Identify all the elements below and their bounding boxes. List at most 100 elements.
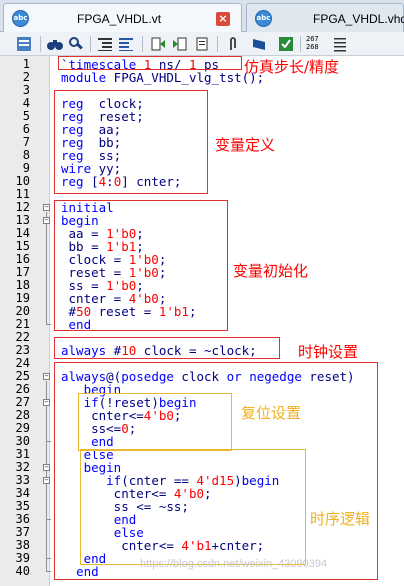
code-token: if bbox=[83, 395, 99, 410]
fold-toggle-icon[interactable]: − bbox=[43, 216, 50, 224]
reset-highlight-box bbox=[78, 393, 232, 451]
line-number: 23 bbox=[15, 343, 30, 357]
line-number: 13 bbox=[15, 213, 30, 227]
code-line: begin bbox=[61, 214, 99, 227]
fold-guide-line bbox=[46, 407, 47, 441]
code-token: 1'b0 bbox=[106, 278, 137, 293]
insert-block-icon[interactable] bbox=[150, 36, 166, 52]
code-line: else bbox=[61, 448, 114, 461]
code-line: reg reset; bbox=[61, 110, 144, 123]
line-number: 2 bbox=[22, 70, 30, 84]
paperclip-icon[interactable] bbox=[225, 36, 241, 52]
code-token: 4 bbox=[98, 174, 107, 189]
line-number: 8 bbox=[22, 148, 30, 162]
code-token: bb = bbox=[61, 239, 107, 254]
code-line: wire yy; bbox=[61, 162, 121, 175]
code-token: begin bbox=[83, 460, 122, 475]
fold-toggle-icon[interactable]: − bbox=[43, 476, 50, 484]
line-number: 24 bbox=[15, 356, 30, 370]
comment-icon[interactable] bbox=[194, 36, 210, 52]
code-token: 0 bbox=[121, 421, 129, 436]
code-token: begin bbox=[61, 213, 99, 228]
line-number: 15 bbox=[15, 239, 30, 253]
run-script-icon[interactable] bbox=[278, 36, 294, 52]
code-token: reg bbox=[61, 122, 84, 137]
line-number: 33 bbox=[15, 473, 30, 487]
code-token: 4'd15 bbox=[196, 473, 235, 488]
line-number: 37 bbox=[15, 525, 30, 539]
code-line: end bbox=[61, 435, 114, 448]
code-token: 1 bbox=[143, 57, 152, 72]
code-token: else bbox=[113, 525, 144, 540]
unindent-icon[interactable] bbox=[118, 36, 134, 52]
code-token: 1'b1 bbox=[158, 304, 189, 319]
editor-toolbar: 267 268 bbox=[0, 32, 404, 56]
toolbar-separator bbox=[300, 36, 301, 52]
code-line: ss <= ~ss; bbox=[61, 500, 189, 513]
code-token: [ bbox=[83, 174, 99, 189]
code-line: if(!reset)begin bbox=[61, 396, 197, 409]
code-token: initial bbox=[61, 200, 114, 215]
line-number: 25 bbox=[15, 369, 30, 383]
watermark: https://blog.csdn.net/weixin_43090394 bbox=[140, 558, 328, 570]
code-token: wire bbox=[61, 161, 92, 176]
line-number: 18 bbox=[15, 278, 30, 292]
tab-icon-label: abc bbox=[256, 14, 271, 22]
verilog-file-icon: abc bbox=[12, 10, 29, 27]
align-icon[interactable] bbox=[332, 36, 348, 52]
code-token: reg bbox=[61, 148, 84, 163]
line-number: 11 bbox=[15, 187, 30, 201]
code-line: cnter<= 4'b0; bbox=[61, 487, 212, 500]
code-line: end bbox=[61, 318, 92, 331]
outdent-block-icon[interactable] bbox=[172, 36, 188, 52]
code-token: 1 bbox=[188, 57, 197, 72]
code-line: aa = 1'b0; bbox=[61, 227, 144, 240]
tab-bar: abc FPGA_VHDL.vt × abc FPGA_VHDL.vhd bbox=[0, 0, 404, 32]
find-next-icon[interactable] bbox=[68, 36, 84, 52]
code-token: aa; bbox=[83, 122, 122, 137]
code-line: begin bbox=[61, 460, 122, 475]
tab-fpga-vhdl-vt[interactable]: abc FPGA_VHDL.vt × bbox=[3, 3, 242, 32]
fold-toggle-icon[interactable]: − bbox=[43, 203, 50, 211]
line-numbers-icon[interactable]: 267 268 bbox=[306, 35, 324, 53]
close-icon[interactable]: × bbox=[216, 12, 230, 26]
code-line: #50 reset = 1'b1; bbox=[61, 305, 197, 318]
code-token: ; bbox=[204, 486, 212, 501]
code-token: timescale bbox=[68, 57, 137, 72]
code-token: bb; bbox=[83, 135, 122, 150]
reset-annotation: 复位设置 bbox=[241, 404, 302, 422]
fold-toggle-icon[interactable]: − bbox=[43, 398, 50, 406]
code-line: initial bbox=[61, 201, 114, 214]
code-token: begin bbox=[158, 395, 197, 410]
code-token: # bbox=[106, 343, 122, 358]
bookmark-icon[interactable] bbox=[251, 36, 267, 52]
code-token: clock bbox=[173, 369, 227, 384]
fold-guide-line bbox=[46, 225, 47, 324]
code-token: reg bbox=[61, 109, 84, 124]
tab-fpga-vhdl-vhd[interactable]: abc FPGA_VHDL.vhd bbox=[246, 3, 404, 32]
line-number: 40 bbox=[15, 564, 30, 578]
code-token: module bbox=[61, 70, 107, 85]
clock-annotation: 时钟设置 bbox=[298, 343, 359, 361]
indent-icon[interactable] bbox=[97, 36, 113, 52]
document-icon[interactable] bbox=[16, 36, 32, 52]
logic-inner-highlight-box bbox=[80, 449, 306, 565]
code-token: cnter<= bbox=[61, 538, 182, 553]
fold-toggle-icon[interactable]: − bbox=[43, 372, 50, 380]
logic-annotation: 时序逻辑 bbox=[310, 510, 371, 528]
line-number: 36 bbox=[15, 512, 30, 526]
binoculars-icon[interactable] bbox=[47, 36, 63, 52]
code-token: if bbox=[106, 473, 122, 488]
toolbar-separator bbox=[217, 36, 218, 52]
code-token: negedge bbox=[249, 369, 302, 384]
line-number: 17 bbox=[15, 265, 30, 279]
fold-toggle-icon[interactable]: − bbox=[43, 463, 50, 471]
code-token: cnter<= bbox=[61, 486, 174, 501]
code-token: 4'b0 bbox=[128, 291, 159, 306]
code-token: or bbox=[226, 369, 242, 384]
code-token: begin bbox=[83, 382, 122, 397]
code-token: 50 bbox=[76, 304, 92, 319]
clock-highlight-box bbox=[54, 337, 280, 359]
code-line: reset = 1'b0; bbox=[61, 266, 167, 279]
